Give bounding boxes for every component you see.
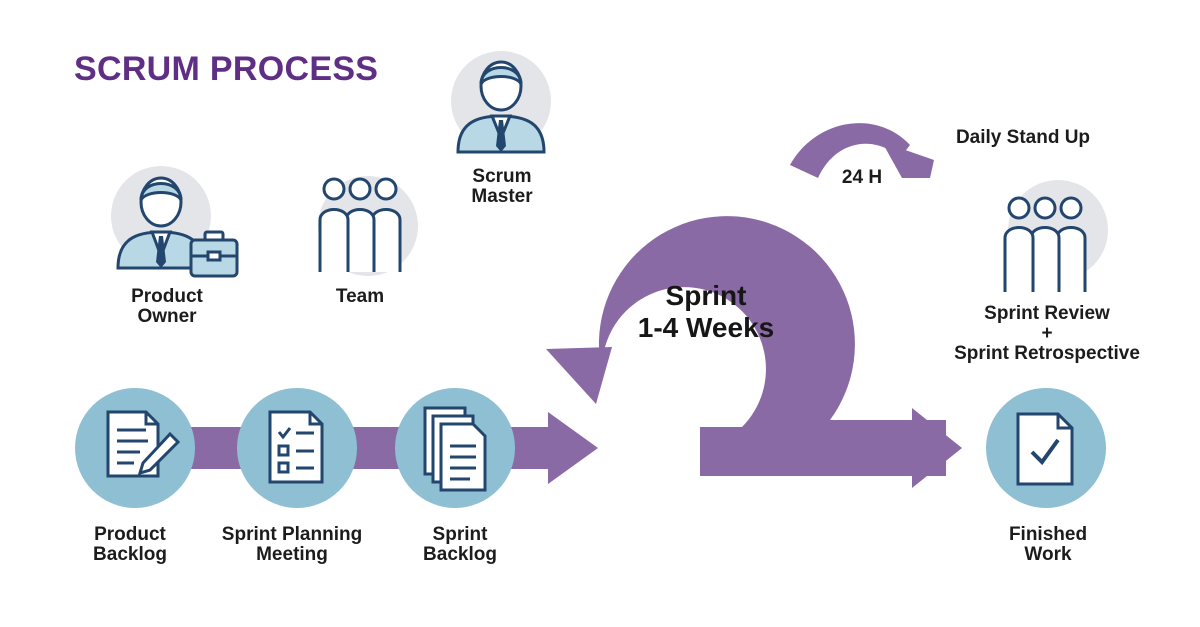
- daily-standup-label: Daily Stand Up: [955, 127, 1091, 148]
- checklist-icon: [268, 410, 324, 484]
- businessman-briefcase-icon: [116, 176, 239, 278]
- daily-standup-arc: [790, 123, 910, 178]
- product-backlog-label: Product Backlog: [93, 524, 167, 565]
- sprint-planning-label: Sprint Planning Meeting: [221, 524, 363, 565]
- product-owner-avatar: [111, 166, 239, 278]
- daily-duration-label: 24 H: [841, 167, 883, 188]
- sprint-loop-arrowhead: [546, 347, 612, 404]
- flow-arrow-to-sprint: [505, 412, 598, 484]
- scrum-master-avatar: [451, 51, 551, 154]
- daily-standup-arrowhead: [882, 142, 934, 178]
- sprint-backlog-node: [395, 388, 515, 508]
- finished-work-label: Finished Work: [1008, 524, 1088, 565]
- document-check-icon: [1016, 412, 1074, 486]
- scrum-master-label: Scrum Master: [471, 166, 533, 207]
- sprint-label: Sprint 1-4 Weeks: [637, 280, 775, 343]
- sprint-planning-node: [237, 388, 357, 508]
- product-backlog-node: [75, 388, 195, 508]
- documents-stack-icon: [423, 406, 487, 492]
- finished-work-arrow: [912, 408, 962, 488]
- page-title: SCRUM PROCESS: [74, 50, 379, 88]
- team-label: Team: [335, 286, 385, 307]
- team-avatar: [318, 176, 418, 276]
- team-icon: [1003, 196, 1087, 292]
- team-icon: [318, 177, 402, 272]
- sprint-review-label: Sprint Review + Sprint Retrospective: [954, 303, 1140, 364]
- person-icon: [456, 60, 546, 154]
- finished-work-node: [986, 388, 1106, 508]
- sprint-backlog-label: Sprint Backlog: [423, 524, 497, 565]
- sprint-review-avatar: [1003, 180, 1108, 292]
- sprint-loop: [598, 216, 946, 476]
- product-owner-label: Product Owner: [131, 286, 203, 327]
- document-pencil-icon: [106, 410, 181, 478]
